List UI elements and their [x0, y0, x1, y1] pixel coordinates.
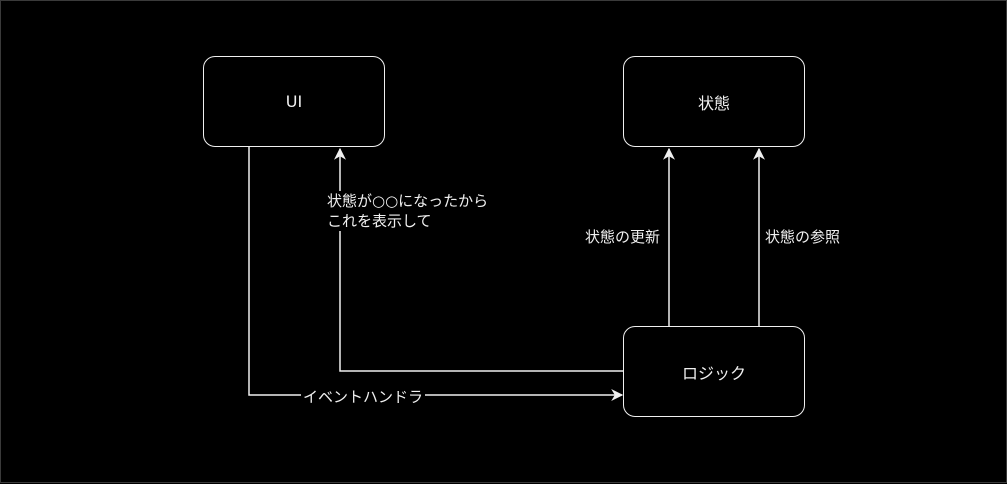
edge-display-label-line1: 状態が○○になったから	[327, 192, 489, 210]
edge-event-handler-label: イベントハンドラ	[301, 387, 426, 407]
node-state[interactable]: 状態	[623, 56, 805, 147]
node-logic[interactable]: ロジック	[623, 326, 805, 417]
node-ui-label: UI	[285, 92, 303, 111]
node-state-label: 状態	[697, 93, 730, 113]
edge-display-label-line2: これを表示して	[327, 212, 432, 230]
edge-display	[334, 147, 624, 372]
edge-display-label: 状態が○○になったから これを表示して	[325, 191, 491, 231]
edge-update-state-label: 状態の更新	[585, 228, 661, 246]
node-ui[interactable]: UI	[203, 56, 385, 147]
edge-reference-state-label: 状態の参照	[765, 228, 841, 246]
edge-event-handler	[248, 147, 624, 401]
node-logic-label: ロジック	[681, 363, 746, 383]
